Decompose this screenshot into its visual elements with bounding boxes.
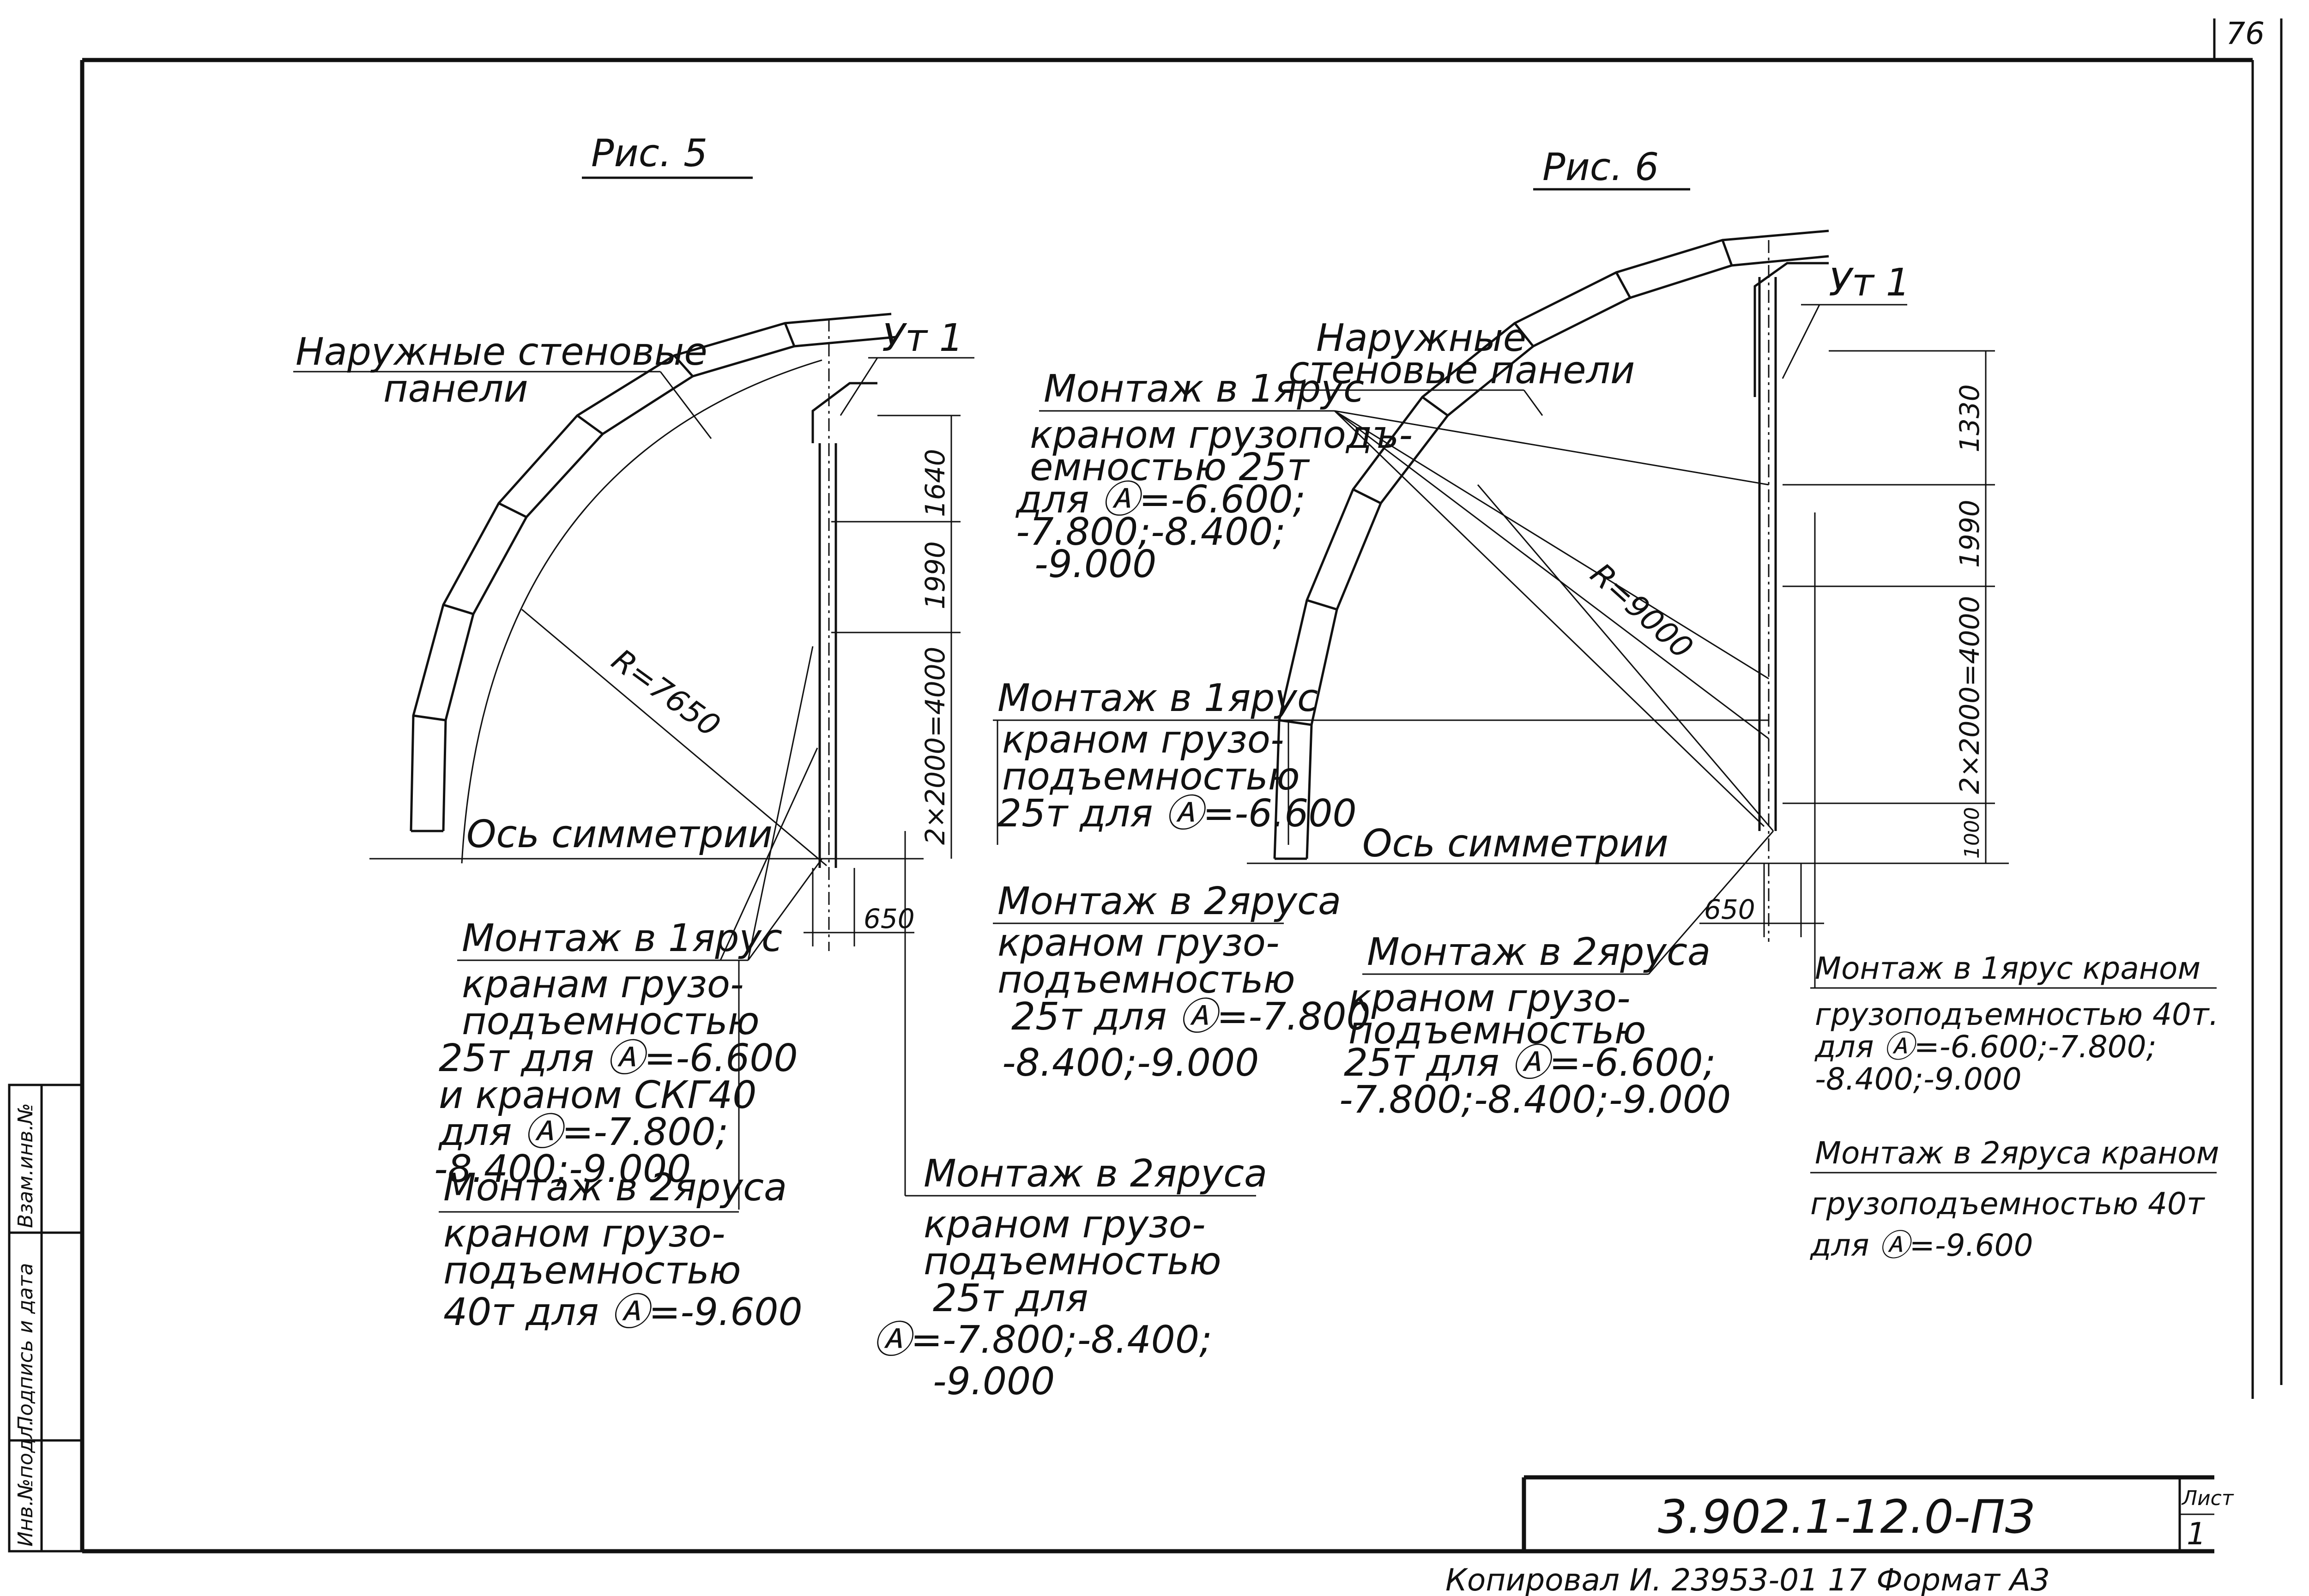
title-block-sheet-label: Лист	[2181, 1487, 2234, 1510]
note-line: и краном СКГ40	[439, 1073, 756, 1117]
fig5-wall-panels-line2: панели	[383, 367, 528, 411]
fig5-dim-1990: 1990	[919, 541, 951, 609]
fig5-radius: R=7650	[605, 642, 727, 744]
sheet-number: 76	[2226, 16, 2265, 51]
title-block-code: 3.902.1-12.0-ПЗ	[1658, 1490, 2035, 1544]
note-line: -8.400;-9.000	[1002, 1041, 1259, 1085]
note-line: емностью 25т	[1030, 446, 1310, 489]
side-stamp-replace: Взам.инв.№	[14, 1103, 37, 1228]
note-line: -7.800;-8.400;	[1016, 510, 1286, 554]
note-line: Ⓐ=-7.800;-8.400;	[873, 1318, 1212, 1362]
note-line: для Ⓐ=-6.600;-7.800;	[1814, 1029, 2157, 1065]
note-line: 25т для	[933, 1277, 1088, 1320]
fig6-dim-1000: 1000	[1960, 807, 1984, 859]
fig6-note-b: Монтаж в 1ярус краном грузоподъемностью …	[1810, 951, 2218, 1097]
center-note-c: Монтаж в 2яруса краном грузо- подъемност…	[993, 879, 1371, 1085]
fig6-axis: Ось симметрии	[1362, 822, 1668, 866]
note-line: краном грузо-	[443, 1212, 725, 1256]
center-note-a: Монтаж в 1ярус краном грузоподъ- емность…	[1015, 367, 1413, 586]
fig5-axis: Ось симметрии	[466, 813, 773, 856]
note-line: грузоподъемностью 40т	[1810, 1186, 2206, 1222]
fig5-note-tier2: Монтаж в 2яруса краном грузо- подъемност…	[439, 1166, 803, 1334]
note-line: для Ⓐ=-7.800;	[438, 1110, 728, 1154]
fig6-dim-1990: 1990	[1954, 500, 1985, 568]
sheet-frame	[80, 18, 2283, 1554]
note-line: Монтаж в 1ярус краном	[1815, 951, 2200, 986]
fig6-dim-650: 650	[1704, 894, 1755, 925]
note-line: Монтаж в 1ярус	[462, 916, 782, 960]
note-line: для Ⓐ=-9.600	[1810, 1228, 2033, 1263]
note-line: подъемностью	[924, 1240, 1221, 1283]
note-line: подъемностью	[997, 958, 1295, 1002]
fig6-node: Ут 1	[1829, 261, 1910, 305]
figure-6: Рис. 6 R=9000 Ось симметрии Наружные сте…	[1247, 145, 2009, 988]
note-line: Монтаж в 1ярус	[1044, 367, 1364, 411]
note-line: 25т для Ⓐ=-6.600;	[1344, 1041, 1716, 1085]
fig6-note-c: Монтаж в 2яруса краном грузоподъемностью…	[1810, 1135, 2219, 1263]
note-line: краном грузо-	[997, 921, 1280, 965]
fig5-dim-1640: 1640	[919, 449, 951, 517]
note-line: 40т для Ⓐ=-9.600	[443, 1290, 803, 1334]
fig5-node: Ут 1	[882, 316, 963, 360]
note-line: -8.400;-9.000	[434, 1147, 691, 1191]
title-block-sheet: 1	[2187, 1516, 2206, 1552]
note-line: -7.800;-8.400;-9.000	[1339, 1078, 1731, 1122]
fig5-title: Рис. 5	[591, 132, 707, 175]
fig5-note-tier2b: Монтаж в 2яруса краном грузо- подъемност…	[873, 1152, 1267, 1403]
note-line: 25т для Ⓐ=-6.600	[439, 1036, 798, 1080]
fig6-wall-panels-line2: стеновые панели	[1288, 349, 1635, 392]
note-line: краном грузо-	[1002, 718, 1284, 762]
fig5-wall-panels-line1: Наружные стеновые	[296, 330, 707, 374]
title-block: 3.902.1-12.0-ПЗ Лист 1 Копировал И. 2395…	[1445, 1475, 2234, 1596]
side-stamp-sign: Подпись и дата	[14, 1263, 37, 1431]
fig5-dim-4000: 2×2000=4000	[919, 647, 951, 845]
side-stamp-inv: Инв.№подл.	[14, 1419, 37, 1547]
side-stamp: Инв.№подл. Подпись и дата Взам.инв.№	[8, 1084, 84, 1553]
note-line: подъемностью	[1002, 755, 1300, 799]
note-line: Монтаж в 2яруса	[997, 879, 1341, 923]
note-line: краном грузоподъ-	[1030, 413, 1413, 457]
note-line: Монтаж в 2яруса	[924, 1152, 1267, 1196]
note-line: грузоподъемностью 40т.	[1815, 997, 2218, 1032]
note-line: Монтаж в 2яруса краном	[1815, 1135, 2219, 1171]
note-line: -9.000	[933, 1360, 1055, 1403]
note-line: Монтаж в 2яруса	[443, 1166, 787, 1210]
note-line: краном грузо-	[1348, 976, 1631, 1020]
note-line: кранам грузо-	[462, 963, 744, 1006]
center-note-b: Монтаж в 1ярус краном грузо- подъемность…	[993, 676, 1357, 845]
fig6-note-a: Монтаж в 2яруса краном грузо- подъемност…	[1339, 930, 1731, 1122]
note-line: -9.000	[1034, 542, 1156, 586]
fig6-dim-1330: 1330	[1954, 384, 1985, 452]
note-line: 25т для Ⓐ=-6.600	[997, 792, 1357, 836]
note-line: Монтаж в 1ярус	[997, 676, 1318, 720]
fig5-note-tier1: Монтаж в 1ярус кранам грузо- подъемность…	[434, 916, 798, 1191]
note-line: Монтаж в 2яруса	[1367, 930, 1711, 974]
note-line: подъемностью	[443, 1249, 741, 1293]
note-line: подъемностью	[1348, 1009, 1646, 1053]
note-line: 25т для Ⓐ=-7.800	[1011, 995, 1371, 1039]
fig5-dim-650: 650	[864, 903, 915, 934]
fig6-wall-panels-line1: Наружные	[1316, 316, 1526, 360]
title-block-footer: Копировал И. 23953-01 17 Формат А3	[1445, 1562, 2050, 1596]
fig6-dim-4000: 2×2000=4000	[1954, 596, 1985, 794]
fig6-title: Рис. 6	[1542, 145, 1659, 189]
note-line: для Ⓐ=-6.600;	[1015, 478, 1306, 522]
note-line: -8.400;-9.000	[1815, 1061, 2022, 1097]
note-line: подъемностью	[462, 1000, 760, 1043]
note-line: краном грузо-	[924, 1203, 1206, 1247]
fig6-radius: R=9000	[1584, 556, 1700, 666]
